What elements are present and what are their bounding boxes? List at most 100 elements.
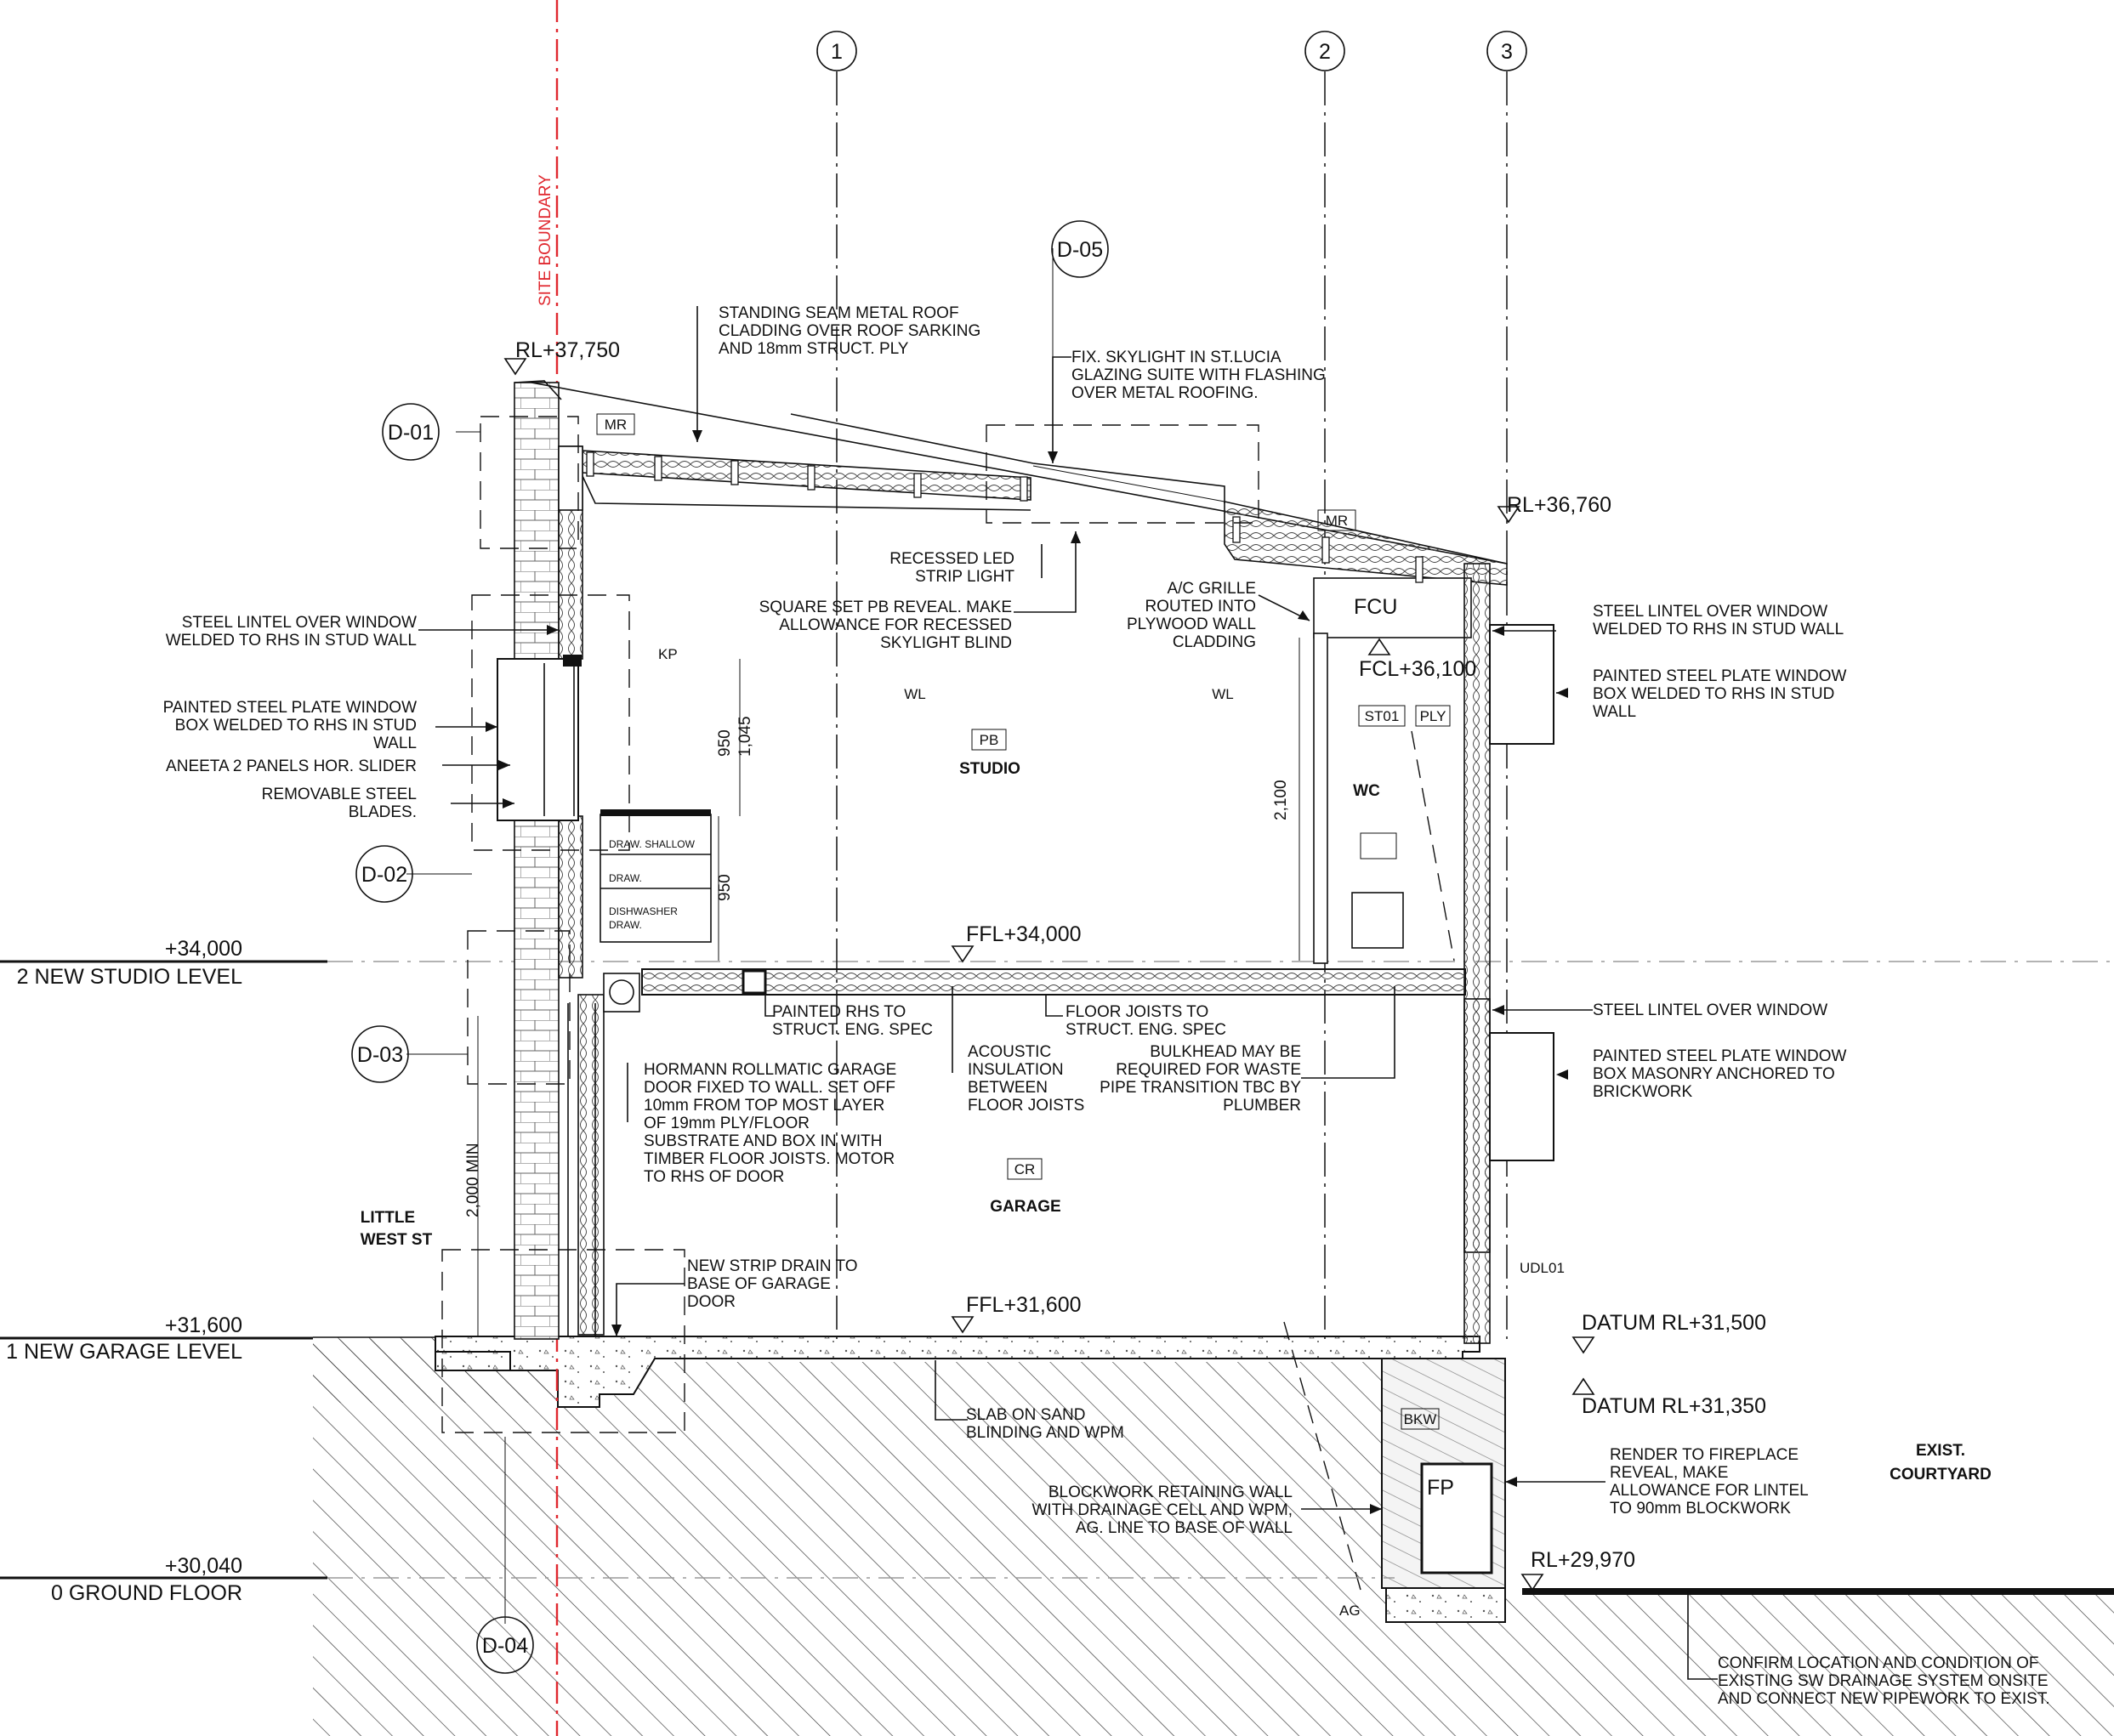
note-ac-line-4: CLADDING xyxy=(1173,633,1256,651)
note-joists-line-2: STRUCT. ENG. SPEC xyxy=(1066,1021,1226,1039)
level-value-studio: +34,000 xyxy=(165,937,242,961)
skylight-glass xyxy=(790,413,1225,503)
note-acoustic-line-2: INSULATION xyxy=(968,1061,1064,1079)
soil-hatch xyxy=(313,1337,2114,1736)
note-skylight-line-2: GLAZING SUITE WITH FLASHING xyxy=(1071,366,1326,384)
note-roof-line-2: CLADDING OVER ROOF SARKING xyxy=(719,322,980,340)
courtyard-ground xyxy=(1522,1588,2114,1595)
note-slider: ANEETA 2 PANELS HOR. SLIDER xyxy=(166,757,417,775)
note-roof: STANDING SEAM METAL ROOF CLADDING OVER R… xyxy=(719,304,980,358)
level-triangles xyxy=(503,358,1595,1591)
joinery-draw: DRAW. xyxy=(609,872,642,884)
note-garage-door-line-2: DOOR FIXED TO WALL. SET OFF xyxy=(644,1079,895,1097)
rl-ground: RL+29,970 xyxy=(1531,1548,1635,1572)
painted-rhs xyxy=(742,969,767,995)
note-lintel-lower: STEEL LINTEL OVER WINDOW xyxy=(1593,1001,1827,1019)
note-lintel-left-line-2: WELDED TO RHS IN STUD WALL xyxy=(166,632,417,650)
grid-bubble-2 xyxy=(1304,31,1345,71)
note-window-box-lower-line-2: BOX MASONRY ANCHORED TO xyxy=(1593,1065,1835,1083)
callout-d05: D-05 xyxy=(1057,238,1103,262)
fireplace-opening xyxy=(1420,1462,1493,1574)
callout-d03: D-03 xyxy=(357,1043,403,1067)
note-window-box-left: PAINTED STEEL PLATE WINDOW BOX WELDED TO… xyxy=(163,699,417,752)
datum-lower: DATUM RL+31,350 xyxy=(1582,1394,1766,1418)
note-garage-door-line-6: TIMBER FLOOR JOISTS. MOTOR xyxy=(644,1150,895,1168)
note-bulkhead-line-1: BULKHEAD MAY BE xyxy=(1150,1043,1301,1061)
room-studio: STUDIO xyxy=(959,760,1020,778)
courtyard-label-1: EXIST. xyxy=(1916,1442,1965,1460)
detail-box-d05 xyxy=(986,424,1259,524)
note-ac-line-1: A/C GRILLE xyxy=(1167,580,1256,598)
detail-box-d02 xyxy=(471,594,630,851)
note-window-box-lower: PAINTED STEEL PLATE WINDOW BOX MASONRY A… xyxy=(1593,1047,1846,1101)
lintel-left xyxy=(563,655,582,667)
detail-callout-circles xyxy=(351,220,1109,1674)
tag-mr-2: MR xyxy=(1326,513,1348,529)
tag-kp: KP xyxy=(658,646,678,662)
right-window-lower xyxy=(1489,1032,1554,1161)
note-skylight-line-3: OVER METAL ROOFING. xyxy=(1071,384,1259,402)
note-acoustic-line-1: ACOUSTIC xyxy=(968,1043,1051,1061)
note-rhs-line-2: STRUCT. ENG. SPEC xyxy=(772,1021,933,1039)
note-fireplace-line-1: RENDER TO FIREPLACE xyxy=(1610,1446,1799,1464)
note-leaders xyxy=(418,306,1718,1680)
note-bulkhead-line-2: REQUIRED FOR WASTE xyxy=(1116,1061,1301,1079)
tag-boxes xyxy=(596,413,1451,1430)
note-joists-line-1: FLOOR JOISTS TO xyxy=(1066,1003,1208,1021)
grid-label-3: 3 xyxy=(1501,40,1513,64)
note-drain-line-1: NEW STRIP DRAIN TO xyxy=(687,1257,858,1275)
note-joists: FLOOR JOISTS TO STRUCT. ENG. SPEC xyxy=(1066,1003,1226,1039)
roof-right-slab xyxy=(1224,501,1508,586)
street-label-1: LITTLE xyxy=(361,1209,415,1227)
dim-1045: 1,045 xyxy=(736,716,754,757)
rl-top-right: RL+36,760 xyxy=(1507,493,1611,517)
courtyard-label-2: COURTYARD xyxy=(1890,1466,1992,1484)
parapet-cap xyxy=(514,380,562,400)
callout-d01: D-01 xyxy=(388,421,434,445)
joinery-dishwasher-2: DRAW. xyxy=(609,919,642,931)
callout-d02: D-02 xyxy=(361,863,407,887)
dim-2000-min: 2,000 MIN xyxy=(464,1143,482,1217)
level-name-studio: 2 NEW STUDIO LEVEL xyxy=(17,965,242,989)
note-retaining-line-1: BLOCKWORK RETAINING WALL xyxy=(1048,1484,1293,1501)
note-lintel-right-line-2: WELDED TO RHS IN STUD WALL xyxy=(1593,621,1844,638)
roof-left-slab xyxy=(582,450,1031,501)
grid-labels: 1 2 3 xyxy=(831,40,1513,64)
grid-label-1: 1 xyxy=(831,40,843,64)
level-value-garage: +31,600 xyxy=(165,1313,242,1337)
note-ac-line-2: ROUTED INTO xyxy=(1145,598,1256,616)
level-name-garage: 1 NEW GARAGE LEVEL xyxy=(6,1340,242,1364)
level-name-ground: 0 GROUND FLOOR xyxy=(51,1581,242,1605)
note-window-box-right-line-2: BOX WELDED TO RHS IN STUD xyxy=(1593,685,1834,703)
note-retaining: BLOCKWORK RETAINING WALL WITH DRAINAGE C… xyxy=(1032,1484,1293,1537)
note-window-box-right: PAINTED STEEL PLATE WINDOW BOX WELDED TO… xyxy=(1593,667,1846,721)
room-garage: GARAGE xyxy=(990,1198,1060,1216)
note-led-line-2: STRIP LIGHT xyxy=(915,568,1014,586)
joinery-draw-shallow: DRAW. SHALLOW xyxy=(609,838,696,850)
note-ac: A/C GRILLE ROUTED INTO PLYWOOD WALL CLAD… xyxy=(1127,580,1256,651)
right-window-upper xyxy=(1489,624,1554,745)
tag-mr-1: MR xyxy=(605,417,627,433)
note-bulkhead: BULKHEAD MAY BE REQUIRED FOR WASTE PIPE … xyxy=(1100,1043,1301,1115)
tag-pb: PB xyxy=(980,732,999,748)
wc-toilet xyxy=(1351,892,1404,949)
dim-2100: 2,100 xyxy=(1272,780,1290,820)
note-reveal-line-2: ALLOWANCE FOR RECESSED xyxy=(779,616,1012,634)
rl-top-left: RL+37,750 xyxy=(515,338,620,362)
tag-ag: AG xyxy=(1339,1603,1361,1619)
note-led-line-1: RECESSED LED xyxy=(889,550,1014,568)
roof-left-rafter xyxy=(558,445,583,511)
grid-bubble-1 xyxy=(816,31,857,71)
note-lintel-left: STEEL LINTEL OVER WINDOW WELDED TO RHS I… xyxy=(166,614,417,650)
note-garage-door-line-4: OF 19mm PLY/FLOOR xyxy=(644,1115,810,1132)
stud-wall-lower xyxy=(558,815,583,979)
wc-partition xyxy=(1313,633,1328,964)
note-sw-line-2: EXISTING SW DRAINAGE SYSTEM ONSITE xyxy=(1718,1672,2049,1690)
fcu-box xyxy=(1313,577,1472,638)
note-reveal-line-1: SQUARE SET PB REVEAL. MAKE xyxy=(759,599,1012,616)
right-wall-lower xyxy=(1463,998,1491,1344)
retaining-dash xyxy=(1283,1321,1361,1591)
studio-floor-joists xyxy=(641,968,1466,996)
datum-upper: DATUM RL+31,500 xyxy=(1582,1311,1766,1335)
